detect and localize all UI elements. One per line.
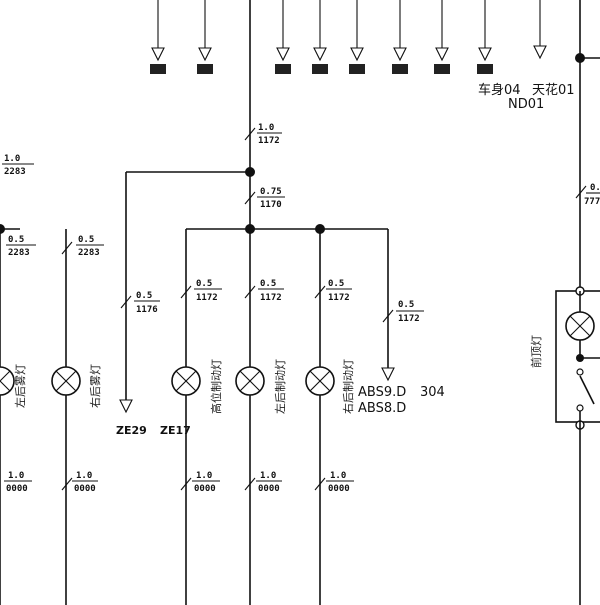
lamp-label-left-rear-brake: 左后制动灯 xyxy=(274,359,287,414)
svg-text:0.5: 0.5 xyxy=(328,279,344,289)
wire-label-w3: 1.0 2283 xyxy=(2,154,34,177)
lamp-label-front-dome: 前顶灯 xyxy=(529,335,543,368)
connector-label-abs8: ABS8.D xyxy=(358,401,406,416)
wire-label-w9: 0.5 1172 xyxy=(314,279,352,303)
svg-text:0000: 0000 xyxy=(328,484,350,494)
svg-text:1176: 1176 xyxy=(136,305,158,315)
svg-text:2283: 2283 xyxy=(8,248,30,258)
lamp-symbol-right-fog xyxy=(51,366,81,396)
svg-text:1170: 1170 xyxy=(260,200,282,210)
connector-label-ze17: ZE17 xyxy=(160,424,191,437)
svg-text:0000: 0000 xyxy=(74,484,96,494)
svg-text:1.0: 1.0 xyxy=(330,471,346,481)
svg-text:0000: 0000 xyxy=(194,484,216,494)
svg-text:0.5: 0.5 xyxy=(136,291,152,301)
svg-text:1172: 1172 xyxy=(258,136,280,146)
svg-text:1.0: 1.0 xyxy=(258,123,274,133)
svg-text:0.5: 0.5 xyxy=(8,235,24,245)
connector-label-nd: ND01 xyxy=(508,97,544,112)
lamp-symbol-right-brake xyxy=(305,366,335,396)
wire-label-w6: 0.5 1176 xyxy=(120,291,160,315)
svg-text:1.0: 1.0 xyxy=(4,154,20,164)
top-connector-pins xyxy=(150,0,547,74)
wire-label-w14: 1.0 0000 xyxy=(244,471,282,494)
svg-text:0.5: 0.5 xyxy=(196,279,212,289)
svg-text:1.0: 1.0 xyxy=(76,471,92,481)
wire-label-w7: 0.5 1172 xyxy=(180,279,222,303)
lamp-label-left-rear-fog: 左后雾灯 xyxy=(14,364,27,408)
wire-label-w2: 0.75 1170 xyxy=(244,187,285,210)
dome-light-box xyxy=(555,286,600,605)
svg-text:0.5: 0.5 xyxy=(260,279,276,289)
connector-label-abs9: ABS9.D xyxy=(358,385,406,400)
connector-label-ceiling: 天花01 xyxy=(532,82,575,98)
wire-label-w4: 0.5 2283 xyxy=(6,235,36,258)
wire-label-w12: 1.0 0000 xyxy=(61,471,98,494)
svg-text:1.0: 1.0 xyxy=(196,471,212,481)
svg-text:2283: 2283 xyxy=(78,248,100,258)
connector-label-body: 车身04 xyxy=(478,82,521,98)
svg-text:1172: 1172 xyxy=(260,293,282,303)
svg-text:1.0: 1.0 xyxy=(8,471,24,481)
svg-text:0000: 0000 xyxy=(258,484,280,494)
wire-label-w13: 1.0 0000 xyxy=(180,471,220,494)
svg-text:1172: 1172 xyxy=(196,293,218,303)
lamp-label-right-rear-fog: 右后雾灯 xyxy=(88,364,102,408)
svg-text:1.0: 1.0 xyxy=(260,471,276,481)
svg-text:7772: 7772 xyxy=(584,197,600,207)
wire-label-w15: 1.0 0000 xyxy=(314,471,354,494)
svg-text:2283: 2283 xyxy=(4,167,26,177)
connector-label-30-a: 304 xyxy=(420,385,445,400)
wire-label-w11: 1.0 0000 xyxy=(4,471,32,494)
svg-text:0.5: 0.5 xyxy=(590,183,600,193)
lamp-symbol-left-brake xyxy=(235,366,265,396)
svg-text:0000: 0000 xyxy=(6,484,28,494)
wire-label-w8: 0.5 1172 xyxy=(244,279,284,303)
lamp-label-right-rear-brake: 右后制动灯 xyxy=(341,359,355,414)
connector-label-ze29: ZE29 xyxy=(116,424,147,437)
wire-label-w16: 0.5 7772 xyxy=(575,183,600,207)
svg-text:1172: 1172 xyxy=(398,314,420,324)
lamp-label-high-brake: 高位制动灯 xyxy=(209,359,223,414)
svg-text:1172: 1172 xyxy=(328,293,350,303)
svg-text:0.5: 0.5 xyxy=(398,300,414,310)
svg-text:0.5: 0.5 xyxy=(78,235,94,245)
wire-label-w10: 0.5 1172 xyxy=(382,300,424,324)
svg-text:0.75: 0.75 xyxy=(260,187,282,197)
lamp-symbol-left-fog xyxy=(0,366,15,396)
wire-label-w1: 1.0 1172 xyxy=(244,123,282,146)
lamp-symbol-high-brake xyxy=(171,366,201,396)
wire-label-w5: 0.5 2283 xyxy=(61,235,104,258)
